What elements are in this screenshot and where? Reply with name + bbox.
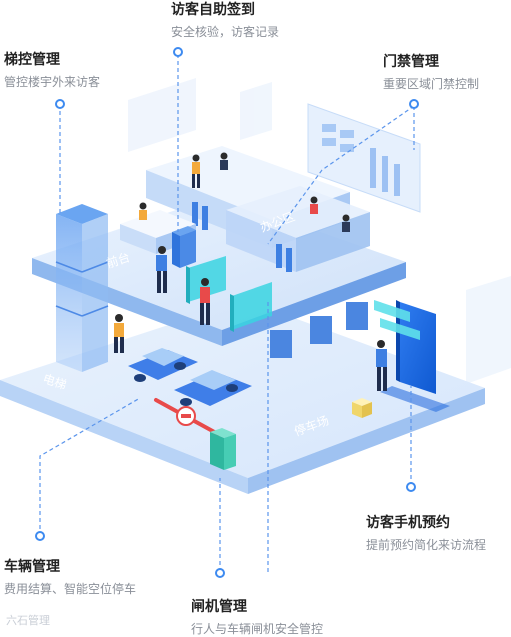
callout-title: 闸机管理 (191, 598, 247, 614)
callout-desc: 费用结算、智能空位停车 (4, 582, 137, 596)
dashboard-panel (307, 103, 421, 213)
background-blocks (128, 78, 511, 384)
callout-desc: 重要区域门禁控制 (383, 77, 480, 91)
phone-illustration (374, 300, 450, 412)
callout-access-control: 门禁管理 重要区域门禁控制 (383, 52, 479, 92)
callout-desc: 管控楼宇外来访客 (4, 75, 101, 89)
callout-title: 访客手机预约 (366, 514, 450, 530)
callout-title: 梯控管理 (4, 51, 60, 67)
elevator-tower (55, 204, 109, 372)
person-walking (200, 278, 210, 325)
car (174, 370, 252, 406)
barrier-gate (154, 398, 236, 470)
person-reception (156, 246, 167, 293)
leader-dots (35, 47, 419, 578)
person-phone (376, 340, 387, 391)
callout-elevator-control: 梯控管理 管控楼宇外来访客 (4, 50, 100, 90)
kiosk (172, 226, 196, 268)
package-box (352, 398, 372, 418)
callout-self-checkin: 访客自助签到 安全核验，访客记录 (171, 0, 279, 40)
callout-title: 车辆管理 (4, 558, 60, 574)
person-office (139, 152, 350, 232)
car (128, 348, 198, 382)
leader-lines (39, 54, 415, 572)
callout-vehicle-management: 车辆管理 费用结算、智能空位停车 (4, 557, 136, 597)
callout-title: 门禁管理 (383, 53, 439, 69)
callout-desc: 提前预约简化来访流程 (366, 538, 487, 552)
watermark: 六石管理 (6, 615, 50, 627)
person-elevator (114, 314, 124, 353)
callout-mobile-booking: 访客手机预约 提前预约简化来访流程 (366, 513, 486, 553)
callout-desc: 安全核验，访客记录 (171, 25, 280, 39)
zone-label-reception: 前台 (104, 249, 131, 271)
callout-title: 访客自助签到 (171, 1, 255, 17)
